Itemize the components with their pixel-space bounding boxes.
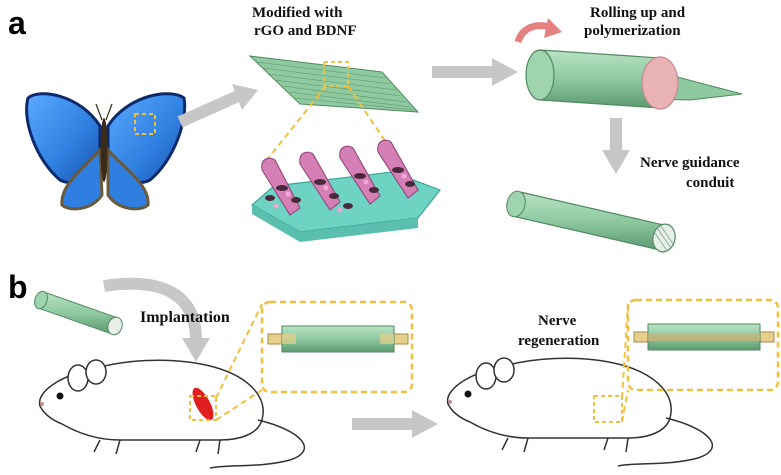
conduit-tube (506, 190, 676, 253)
inset-regeneration-conduit (633, 323, 775, 351)
panel-label-b: b (8, 269, 28, 305)
regen-label-line2: regeneration (518, 333, 600, 349)
zoom-line-rat2-b (621, 389, 629, 423)
panel-label-a: a (8, 5, 26, 41)
rolled-film (525, 49, 743, 110)
rolling-label-line2: polymerization (584, 23, 681, 39)
rolling-label-line1: Rolling up and (590, 5, 686, 21)
arrow-butterfly-to-film (177, 90, 241, 128)
modified-label-line1: Modified with (252, 5, 343, 21)
rat-nose-1 (40, 402, 44, 406)
butterfly-image (25, 92, 187, 211)
rat-outline-2 (446, 357, 713, 467)
zoom-line-rat1-a (215, 303, 263, 399)
inset-regeneration-box (626, 298, 780, 392)
zoom-line-left (261, 85, 327, 167)
implantation-label: Implantation (140, 309, 230, 326)
rat-eye-1 (56, 392, 64, 400)
inset-implant-box (260, 300, 414, 394)
curved-arrow-implant (103, 277, 202, 341)
rat-eye-2 (464, 390, 472, 398)
rat-nose-2 (448, 400, 452, 404)
film-zoom-box (323, 61, 349, 87)
rat1-zoom-box (189, 395, 217, 421)
zoom-line-rat2-a (621, 303, 629, 399)
rat2-zoom-box (593, 395, 623, 423)
scaffold-closeup (250, 139, 441, 242)
conduit-label-line2: conduit (686, 175, 734, 191)
implant-conduit (34, 290, 123, 336)
conduit-label-line1: Nerve guidance (640, 155, 740, 171)
wing-zoom-box (134, 113, 156, 135)
regen-label-line1: Nerve (538, 313, 577, 329)
inset-implant-conduit (267, 325, 409, 353)
zoom-line-rat1-b (215, 389, 263, 421)
modified-label-line2: rGO and BDNF (254, 23, 357, 39)
rat-outline-1 (38, 359, 305, 469)
film-sheet (248, 55, 420, 113)
